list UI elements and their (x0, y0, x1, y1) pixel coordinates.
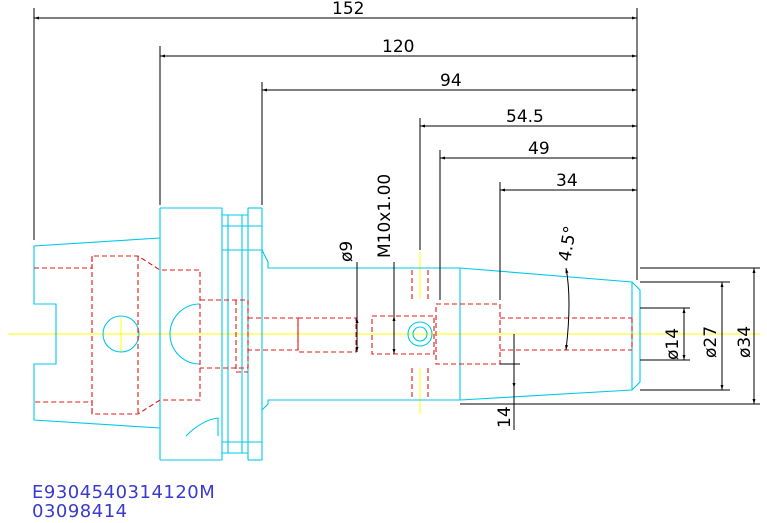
dim-shank-length: 94 (440, 71, 462, 91)
part-number: E9304540314120M (32, 482, 216, 503)
hidden-lines (34, 255, 633, 415)
dim-nose-diameter-small: ø27 (701, 326, 721, 358)
dim-nose-diameter-large: ø34 (735, 326, 755, 358)
dim-overall-length: 152 (332, 0, 364, 19)
dim-taper-angle: 4.5° (555, 224, 581, 262)
dim-thread: M10x1.00 (375, 174, 395, 258)
dim-offset: 14 (495, 406, 515, 428)
dim-bore-depth: 54.5 (506, 107, 544, 127)
dim-clamp-bore-depth: 49 (528, 139, 550, 159)
centerline (8, 252, 760, 414)
dim-tool-bore-depth: 34 (556, 171, 578, 191)
dim-flange-length: 120 (382, 37, 414, 57)
dimension-lines (33, 8, 760, 430)
dim-screw-diameter: ø9 (337, 241, 357, 262)
drawing-number: 03098414 (32, 501, 128, 522)
dim-bore-diameter: ø14 (663, 328, 683, 360)
